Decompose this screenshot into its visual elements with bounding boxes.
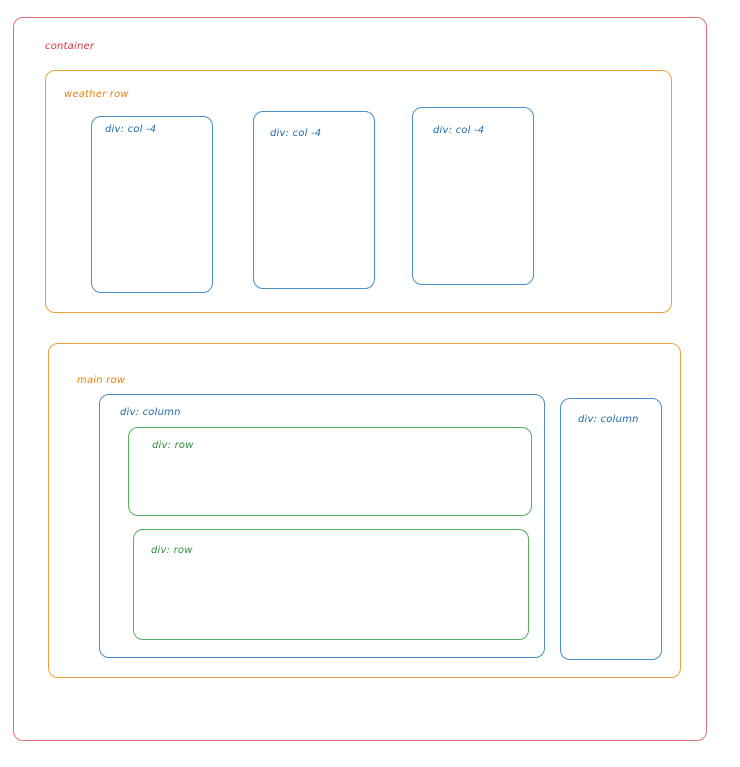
container-label: container <box>45 41 95 52</box>
inner-row-2-box <box>133 529 529 640</box>
weather-col-3-label: div: col -4 <box>433 125 485 136</box>
weather-col-3-box <box>412 107 534 285</box>
main-left-column-label: div: column <box>120 407 181 418</box>
inner-row-2-label: div: row <box>151 545 193 556</box>
main-left-column-box <box>99 394 545 658</box>
inner-row-1-label: div: row <box>152 440 194 451</box>
weather-col-1-box <box>91 116 213 293</box>
weather-row-box <box>45 70 672 313</box>
weather-col-2-label: div: col -4 <box>270 128 322 139</box>
main-row-box <box>48 343 681 678</box>
inner-row-1-box <box>128 427 532 516</box>
main-right-column-box <box>560 398 662 660</box>
weather-col-1-label: div: col -4 <box>105 124 157 135</box>
main-row-label: main row <box>77 375 126 386</box>
main-right-column-label: div: column <box>578 414 639 425</box>
container-box <box>13 17 707 741</box>
weather-row-label: weather row <box>64 89 129 100</box>
weather-col-2-box <box>253 111 375 289</box>
